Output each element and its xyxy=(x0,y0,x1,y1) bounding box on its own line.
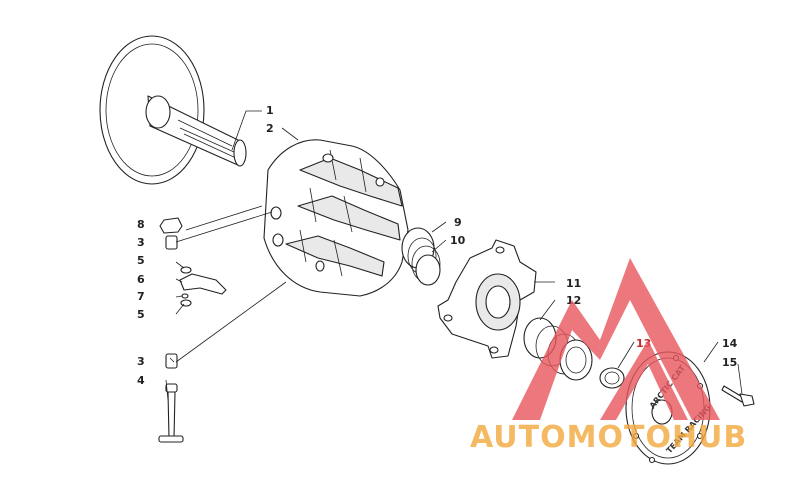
movable-sheave xyxy=(263,139,409,297)
watermark-text: AUTOMOTOHUB xyxy=(470,420,747,455)
callout-8: 8 xyxy=(137,218,145,231)
leader-lines xyxy=(165,110,743,401)
callout-14: 14 xyxy=(722,337,738,350)
callout-11: 11 xyxy=(566,277,581,290)
watermark-logo: AUTOMOTOHUB xyxy=(470,258,747,455)
callout-3-upper: 3 xyxy=(137,236,145,249)
callout-12: 12 xyxy=(566,294,581,307)
cover-bushing xyxy=(599,367,625,389)
callout-3-lower: 3 xyxy=(137,355,145,368)
callout-5-upper: 5 xyxy=(137,254,145,267)
callout-10: 10 xyxy=(450,234,466,247)
spider xyxy=(437,239,537,359)
callout-6: 6 xyxy=(137,273,145,286)
inner-spring xyxy=(401,227,441,286)
callout-7: 7 xyxy=(137,290,145,303)
watermark-triangle-icon xyxy=(600,340,688,420)
callout-15: 15 xyxy=(722,356,737,369)
cap-screw xyxy=(721,385,755,407)
callout-labels: 1 2 3 3 4 5 5 6 7 8 9 10 11 12 13 14 15 xyxy=(137,104,738,387)
callout-9: 9 xyxy=(454,216,462,229)
callout-1: 1 xyxy=(266,104,274,117)
callout-5-lower: 5 xyxy=(137,308,145,321)
callout-4: 4 xyxy=(137,374,145,387)
pivot-hardware xyxy=(158,217,227,443)
watermark-mountain-icon xyxy=(512,258,720,420)
callout-2: 2 xyxy=(266,122,274,135)
fixed-sheave xyxy=(99,35,247,185)
